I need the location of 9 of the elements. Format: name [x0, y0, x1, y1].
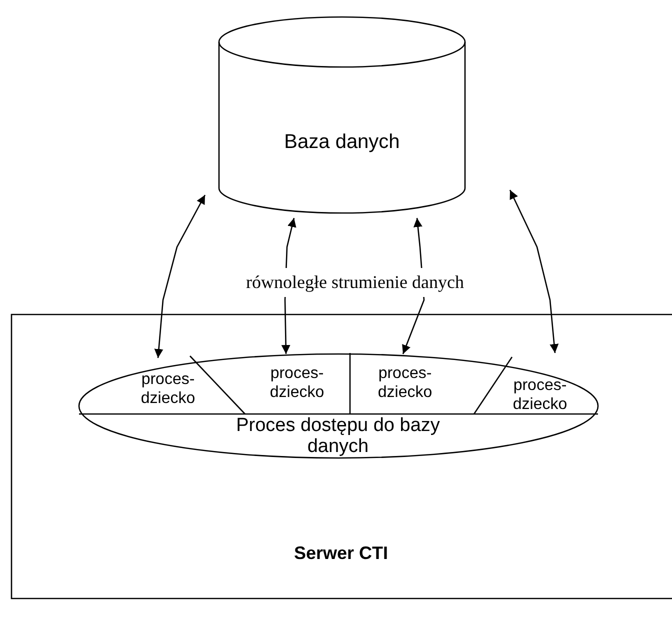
child-process-label: proces- dziecko: [512, 376, 568, 414]
double-arrow: [154, 194, 206, 358]
child-process-label: proces- dziecko: [270, 364, 324, 402]
database-label: Baza danych: [283, 131, 401, 154]
process-label: Proces dostępu do bazy danych: [235, 415, 441, 457]
child-process-label: proces- dziecko: [378, 364, 432, 402]
double-arrow: [509, 190, 559, 354]
child-process-label: proces- dziecko: [140, 370, 196, 408]
server-label: Serwer CTI: [292, 543, 390, 564]
